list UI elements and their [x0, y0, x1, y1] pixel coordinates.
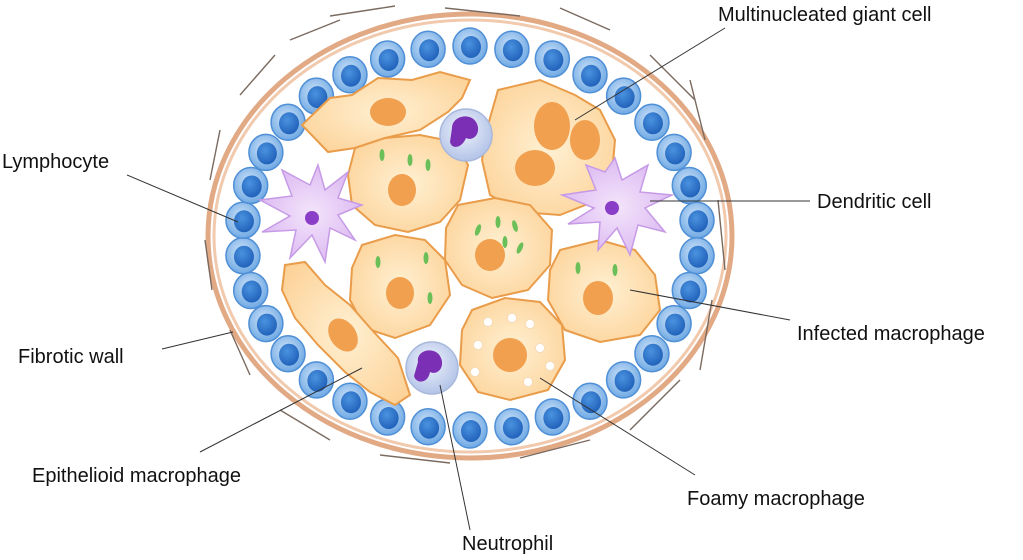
leader-lines: [126, 27, 810, 531]
lymphocyte: [494, 30, 530, 69]
lymphocyte: [410, 30, 446, 69]
lymphocyte: [369, 40, 406, 78]
lymphocyte: [248, 133, 284, 172]
lymphocyte: [679, 236, 715, 275]
leader-neutrophil: [439, 384, 471, 531]
lymphocyte: [270, 334, 306, 373]
neutrophil-lower: [405, 341, 459, 395]
lymphocyte: [410, 407, 446, 446]
lymphocyte: [656, 133, 692, 172]
leader-epithelioid: [199, 367, 363, 453]
lymphocyte: [656, 304, 692, 343]
lymphocyte: [452, 411, 488, 449]
lymphocyte: [298, 361, 335, 399]
lymphocyte: [572, 382, 608, 420]
label-infected-macrophage: Infected macrophage: [797, 323, 985, 345]
leader-fibrotic: [161, 331, 234, 350]
leader-foamy: [539, 377, 696, 476]
lymphocyte: [671, 166, 708, 205]
lymphocyte: [225, 236, 261, 275]
lymphocyte: [572, 56, 608, 94]
lymphocyte: [332, 382, 368, 420]
leader-infected: [629, 289, 791, 321]
neutrophils: [405, 108, 493, 395]
lymphocyte: [679, 201, 715, 240]
dendritic-cells: [257, 156, 675, 265]
lymphocyte: [534, 40, 571, 78]
lymphocyte: [605, 361, 642, 399]
fibrotic-wall: [204, 5, 735, 464]
label-lymphocyte: Lymphocyte: [2, 151, 110, 173]
neutrophil-upper: [439, 108, 493, 162]
lymphocyte: [634, 334, 670, 373]
label-epithelioid-macrophage: Epithelioid macrophage: [32, 465, 242, 487]
lymphocyte-ring: [225, 27, 715, 449]
lymphocyte: [225, 201, 261, 240]
lymphocyte: [232, 166, 269, 205]
label-dendritic-cell: Dendritic cell: [817, 191, 932, 213]
lymphocyte: [369, 398, 406, 436]
label-fibrotic-wall: Fibrotic wall: [18, 346, 124, 368]
label-neutrophil: Neutrophil: [462, 533, 554, 555]
lymphocyte: [452, 27, 488, 65]
macrophage-cluster: [280, 70, 662, 407]
lymphocyte: [232, 271, 269, 310]
lymphocyte: [634, 103, 670, 142]
lymphocyte: [494, 407, 530, 446]
lymphocyte: [332, 56, 368, 94]
leader-giant: [574, 27, 726, 121]
lymphocyte: [248, 304, 284, 343]
lymphocyte: [534, 398, 571, 436]
label-foamy-macrophage: Foamy macrophage: [687, 488, 865, 510]
label-multinucleated-giant-cell: Multinucleated giant cell: [718, 4, 932, 26]
leader-lymphocyte: [126, 174, 239, 223]
lymphocyte: [605, 77, 642, 115]
lymphocyte: [270, 103, 306, 142]
